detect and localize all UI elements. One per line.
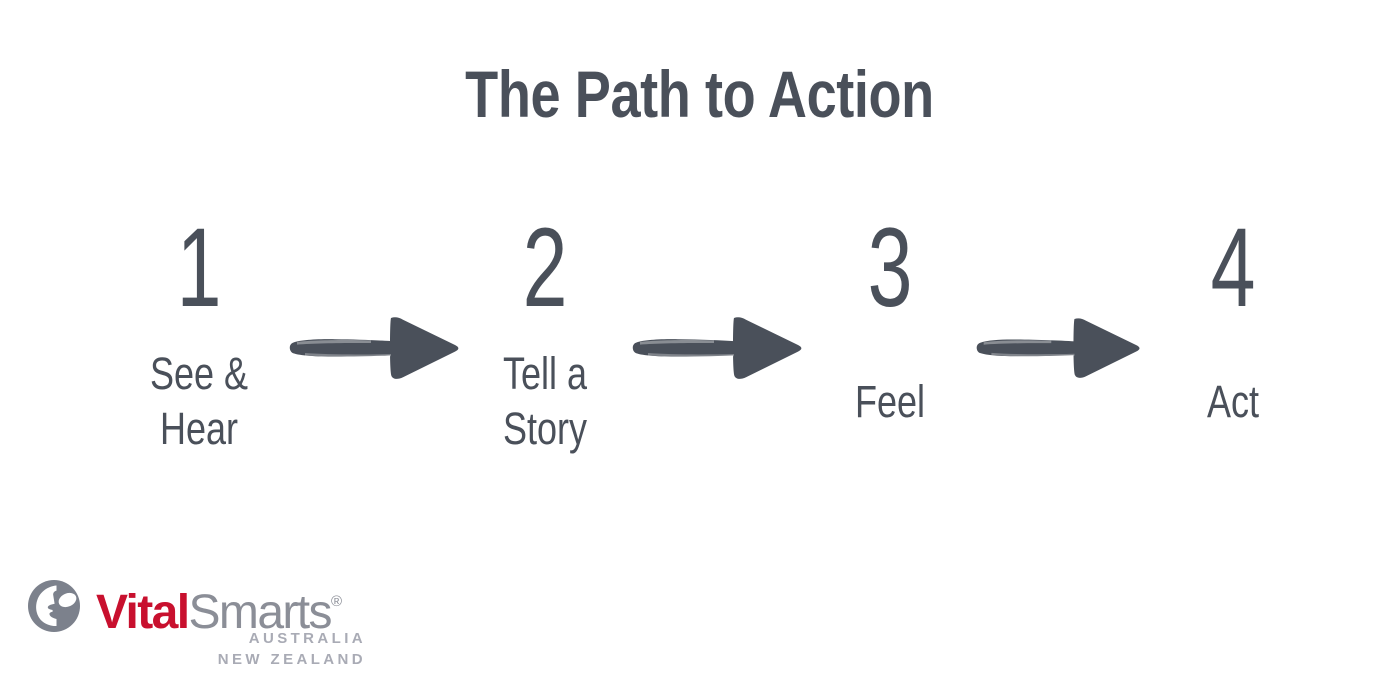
logo-region-new-zealand: NEW ZEALAND (217, 651, 366, 668)
step-3-number: 3 (867, 205, 913, 330)
vitalsmarts-face-icon (26, 578, 82, 634)
vitalsmarts-logo: VitalSmarts® AUSTRALIA NEW ZEALAND (26, 572, 366, 672)
step-2: 2 Tell a Story (440, 212, 650, 456)
step-1-number: 1 (176, 205, 222, 330)
step-2-label: Tell a Story (502, 348, 588, 454)
step-1: 1 See & Hear (94, 212, 304, 456)
page-title: The Path to Action (465, 57, 934, 131)
logo-smarts-text: Smarts (188, 586, 333, 639)
registered-trademark-icon: ® (330, 593, 342, 610)
arrow-right-icon-1 (287, 312, 463, 384)
step-4-number: 4 (1210, 205, 1256, 330)
step-1-label: See & Hear (149, 348, 249, 454)
step-2-number: 2 (522, 205, 568, 330)
arrow-right-icon-2 (630, 312, 806, 384)
step-4: 4 Act (1128, 212, 1338, 429)
step-4-label: Act (1206, 376, 1260, 427)
logo-vital-text: Vital (96, 586, 190, 639)
arrow-right-icon-3 (974, 312, 1144, 384)
step-3: 3 Feel (785, 212, 995, 429)
logo-wordmark: VitalSmarts® (96, 572, 342, 643)
logo-regions: AUSTRALIA NEW ZEALAND (96, 628, 366, 670)
logo-region-australia: AUSTRALIA (248, 630, 366, 647)
step-3-label: Feel (854, 376, 926, 427)
